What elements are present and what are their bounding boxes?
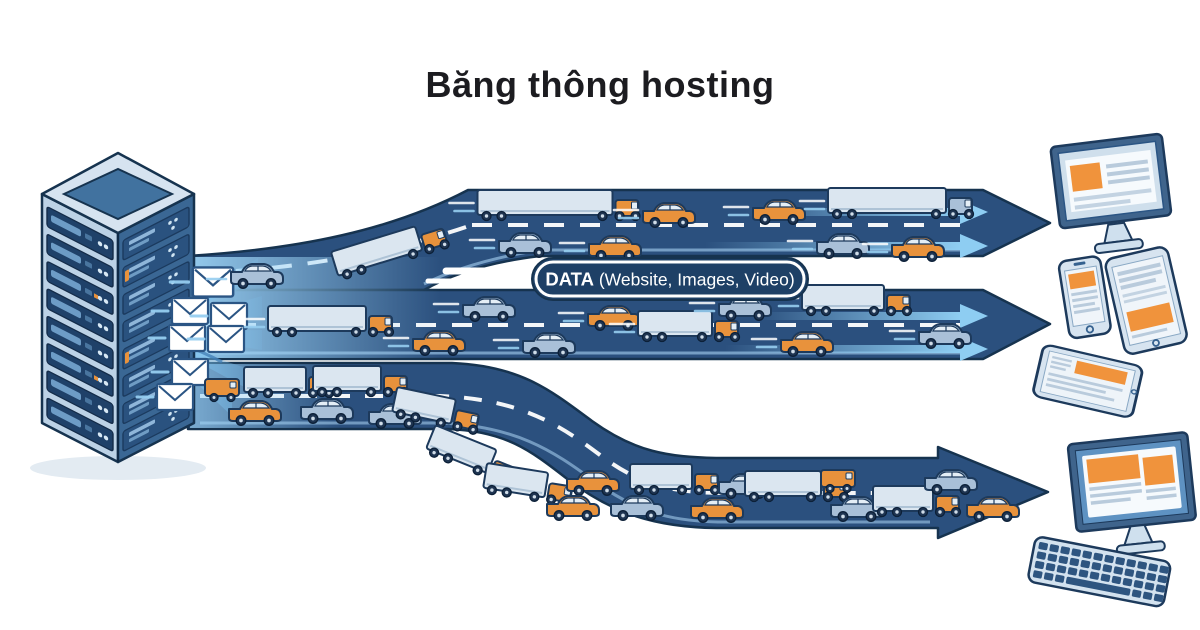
car-icon [722, 199, 806, 225]
rack-unit [122, 261, 190, 315]
truck-icon [629, 463, 721, 496]
truck-icon [391, 386, 480, 435]
envelopes-layer [135, 266, 249, 412]
envelope-icon [186, 324, 246, 354]
desktop-computer-icon [1066, 431, 1197, 556]
truck-icon [772, 284, 913, 317]
car-icon [382, 330, 466, 356]
desktop-monitor-icon [1049, 132, 1173, 255]
rack-unit [46, 315, 114, 370]
car-icon [200, 263, 284, 289]
server-shadow [30, 456, 206, 480]
rack-unit [122, 206, 190, 261]
rack-unit [46, 261, 114, 315]
rack-unit [46, 397, 114, 452]
rack-unit [122, 234, 190, 288]
truck-icon [872, 485, 962, 518]
rack-unit [46, 206, 114, 261]
rack-unit [122, 343, 190, 397]
car-icon [888, 323, 972, 349]
car-icon [432, 296, 516, 322]
car-icon [228, 400, 282, 426]
car-icon [610, 495, 664, 521]
van-icon [204, 378, 240, 403]
tablet-portrait-icon [1104, 246, 1188, 355]
tablet-landscape-icon [1032, 344, 1144, 418]
pill-label-rest: (Website, Images, Video) [594, 270, 795, 290]
smartphone-icon [1057, 255, 1112, 340]
car-icon [612, 202, 696, 228]
car-icon [468, 232, 552, 258]
car-icon [861, 236, 945, 262]
truck-icon [608, 310, 741, 343]
speed-arrow-head [960, 304, 988, 328]
rack-unit [46, 234, 114, 288]
pill-label: DATA (Website, Images, Video) [545, 269, 794, 290]
car-icon [786, 233, 870, 259]
envelope-icon [189, 301, 249, 331]
car-icon [966, 496, 1020, 522]
speed-arrow-shaft [755, 312, 960, 320]
car-icon [558, 235, 642, 261]
speed-arrow-head [960, 234, 988, 258]
truck-icon [238, 305, 395, 338]
server-top-panel [61, 167, 175, 221]
car-icon [750, 331, 834, 357]
truck-icon [798, 187, 975, 220]
keyboard-icon [1027, 536, 1172, 608]
car-icon [492, 332, 576, 358]
car-icon [566, 470, 620, 496]
server-rack-left [46, 206, 114, 452]
car-icon [924, 469, 978, 495]
pill-inner [534, 260, 806, 298]
car-icon [546, 495, 600, 521]
data-label-pill: DATA (Website, Images, Video) [425, 257, 861, 301]
keyboard-keys [1032, 542, 1169, 603]
car-icon [690, 497, 744, 523]
envelope-icon [135, 382, 195, 412]
car-icon [300, 398, 354, 424]
rack-unit [46, 288, 114, 343]
traffic-layer [200, 187, 1020, 523]
speed-arrow-shaft [725, 345, 960, 353]
truck-icon [330, 225, 450, 280]
rack-unit [46, 370, 114, 425]
truck-icon [448, 189, 641, 222]
rack-unit [46, 343, 114, 397]
pill-label-bold: DATA [545, 269, 594, 290]
van-icon [820, 469, 856, 494]
page-title: Băng thông hosting [425, 64, 775, 105]
